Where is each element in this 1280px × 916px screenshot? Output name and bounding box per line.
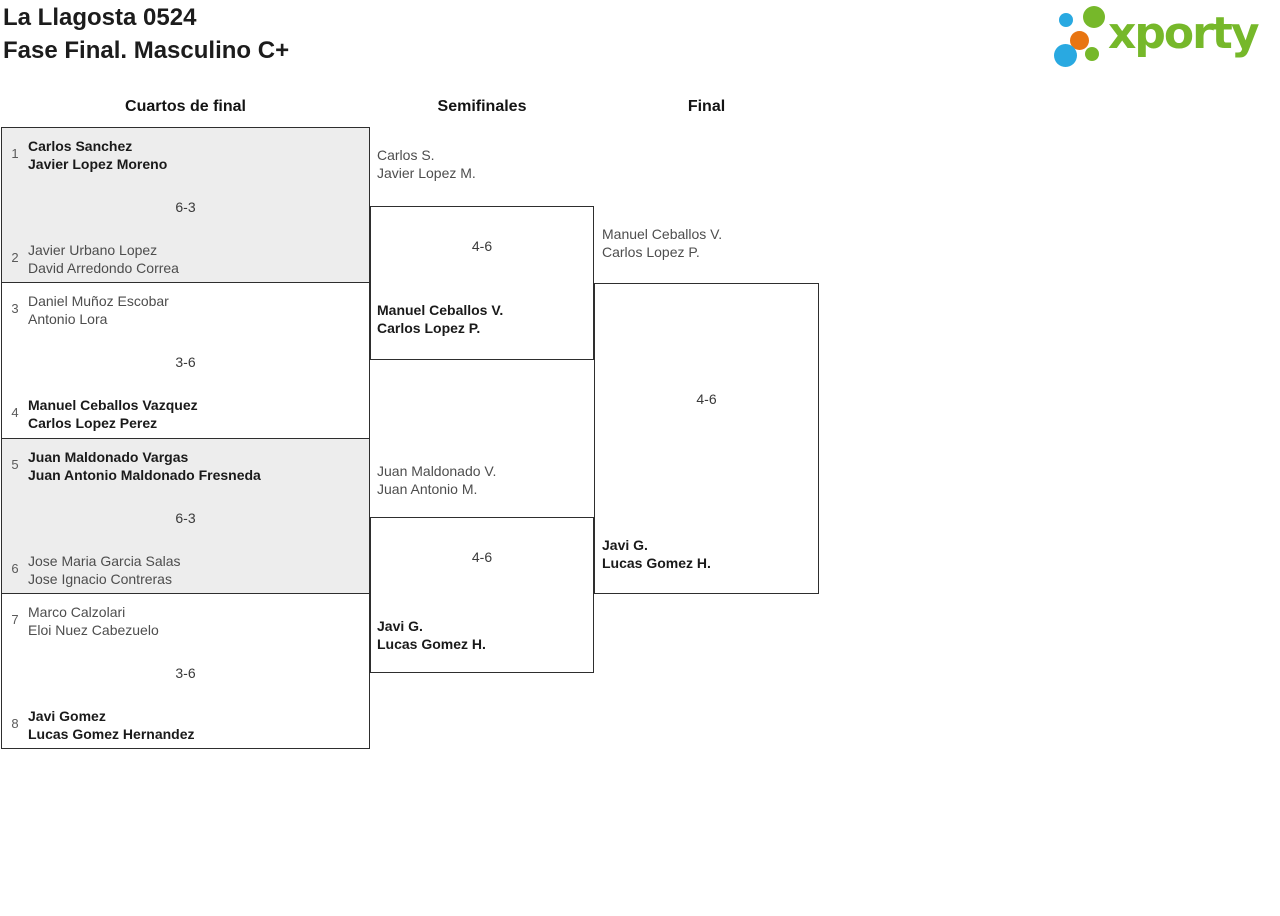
match-score: 3-6 xyxy=(175,664,196,681)
player-name: Carlos S. xyxy=(377,147,435,163)
match-score: 4-6 xyxy=(471,238,493,254)
semifinal-2-box xyxy=(370,517,594,673)
logo-dot-green-big-icon xyxy=(1083,6,1105,28)
team-names: Javi Gomez Lucas Gomez Hernandez xyxy=(28,707,195,743)
page-title: La Llagosta 0524 Fase Final. Masculino C… xyxy=(3,1,289,67)
player-name: Lucas Gomez H. xyxy=(602,555,711,571)
player-name: Manuel Ceballos V. xyxy=(377,302,504,318)
team-names: Manuel Ceballos Vazquez Carlos Lopez Per… xyxy=(28,396,198,432)
quarterfinals-column: 1 Carlos Sanchez Javier Lopez Moreno 6-3… xyxy=(1,127,370,749)
seed-number: 2 xyxy=(11,250,19,265)
logo-dot-blue-small-icon xyxy=(1059,13,1073,27)
player-name: Carlos Lopez P. xyxy=(377,320,481,336)
player-name: Juan Antonio Maldonado Fresneda xyxy=(28,466,261,483)
tournament-name: La Llagosta 0524 xyxy=(3,4,197,31)
team-names: Manuel Ceballos V. Carlos Lopez P. xyxy=(377,301,503,337)
round-header-semifinals: Semifinales xyxy=(437,98,527,115)
team-names: Jose Maria Garcia Salas Jose Ignacio Con… xyxy=(28,552,181,588)
final-box xyxy=(594,283,819,594)
team-names: Juan Maldonado Vargas Juan Antonio Maldo… xyxy=(28,448,261,484)
team-names: Carlos Sanchez Javier Lopez Moreno xyxy=(28,137,167,173)
seed-number: 7 xyxy=(11,611,19,627)
phase-name: Fase Final. Masculino C+ xyxy=(3,37,290,64)
player-name: Carlos Sanchez xyxy=(28,138,133,154)
player-name: Juan Maldonado V. xyxy=(377,463,497,479)
match-score: 3-6 xyxy=(175,354,196,371)
seed-number: 8 xyxy=(11,715,19,731)
semifinal-1-box xyxy=(370,206,594,360)
player-name: Juan Maldonado Vargas xyxy=(28,448,189,465)
player-name: Javi Gomez xyxy=(28,707,106,724)
player-name: Carlos Lopez P. xyxy=(602,244,700,260)
player-name: Javier Urbano Lopez xyxy=(28,242,158,258)
match-score: 6-3 xyxy=(175,199,196,215)
team-names: Marco Calzolari Eloi Nuez Cabezuelo xyxy=(28,603,159,639)
player-name: Javier Lopez Moreno xyxy=(28,156,168,172)
player-name: Manuel Ceballos V. xyxy=(602,226,723,242)
round-header-final: Final xyxy=(687,98,726,115)
match-score: 6-3 xyxy=(175,509,196,526)
team-names: Javi G. Lucas Gomez H. xyxy=(377,617,486,653)
player-name: Javi G. xyxy=(602,537,648,553)
player-name: David Arredondo Correa xyxy=(28,260,179,276)
player-name: Lucas Gomez Hernandez xyxy=(28,725,195,742)
player-name: Carlos Lopez Perez xyxy=(28,415,158,432)
seed-number: 5 xyxy=(11,456,19,472)
quarterfinal-match-2: 3 Daniel Muñoz Escobar Antonio Lora 3-6 … xyxy=(2,282,369,438)
logo-dot-blue-big-icon xyxy=(1054,44,1077,67)
team-names: Javier Urbano Lopez David Arredondo Corr… xyxy=(28,241,179,277)
player-name: Javier Lopez M. xyxy=(377,165,476,181)
player-name: Javi G. xyxy=(377,618,423,634)
seed-number: 3 xyxy=(11,301,19,317)
team-names: Manuel Ceballos V. Carlos Lopez P. xyxy=(602,225,722,261)
seed-number: 6 xyxy=(11,560,19,576)
player-name: Daniel Muñoz Escobar xyxy=(28,293,169,310)
quarterfinal-match-4: 7 Marco Calzolari Eloi Nuez Cabezuelo 3-… xyxy=(2,592,369,748)
seed-number: 4 xyxy=(11,405,19,421)
team-names: Carlos S. Javier Lopez M. xyxy=(377,146,476,182)
xporty-logo-text: xporty xyxy=(1108,8,1260,59)
seed-number: 1 xyxy=(11,146,19,161)
player-name: Jose Maria Garcia Salas xyxy=(28,552,181,569)
team-names: Juan Maldonado V. Juan Antonio M. xyxy=(377,462,496,498)
logo-dot-orange-icon xyxy=(1070,31,1089,50)
quarterfinal-match-3: 5 Juan Maldonado Vargas Juan Antonio Mal… xyxy=(2,437,369,593)
player-name: Jose Ignacio Contreras xyxy=(28,570,172,587)
team-names: Daniel Muñoz Escobar Antonio Lora xyxy=(28,292,169,328)
player-name: Eloi Nuez Cabezuelo xyxy=(28,621,159,638)
player-name: Lucas Gomez H. xyxy=(377,636,486,652)
quarterfinal-match-1: 1 Carlos Sanchez Javier Lopez Moreno 6-3… xyxy=(2,128,369,283)
player-name: Manuel Ceballos Vazquez xyxy=(28,397,198,414)
player-name: Juan Antonio M. xyxy=(377,481,478,497)
team-names: Javi G. Lucas Gomez H. xyxy=(602,536,711,572)
match-score: 4-6 xyxy=(696,391,717,407)
logo-dot-green-small-icon xyxy=(1085,47,1099,61)
player-name: Marco Calzolari xyxy=(28,603,126,620)
round-header-quarterfinals: Cuartos de final xyxy=(125,98,246,115)
player-name: Antonio Lora xyxy=(28,311,108,328)
match-score: 4-6 xyxy=(471,549,493,565)
